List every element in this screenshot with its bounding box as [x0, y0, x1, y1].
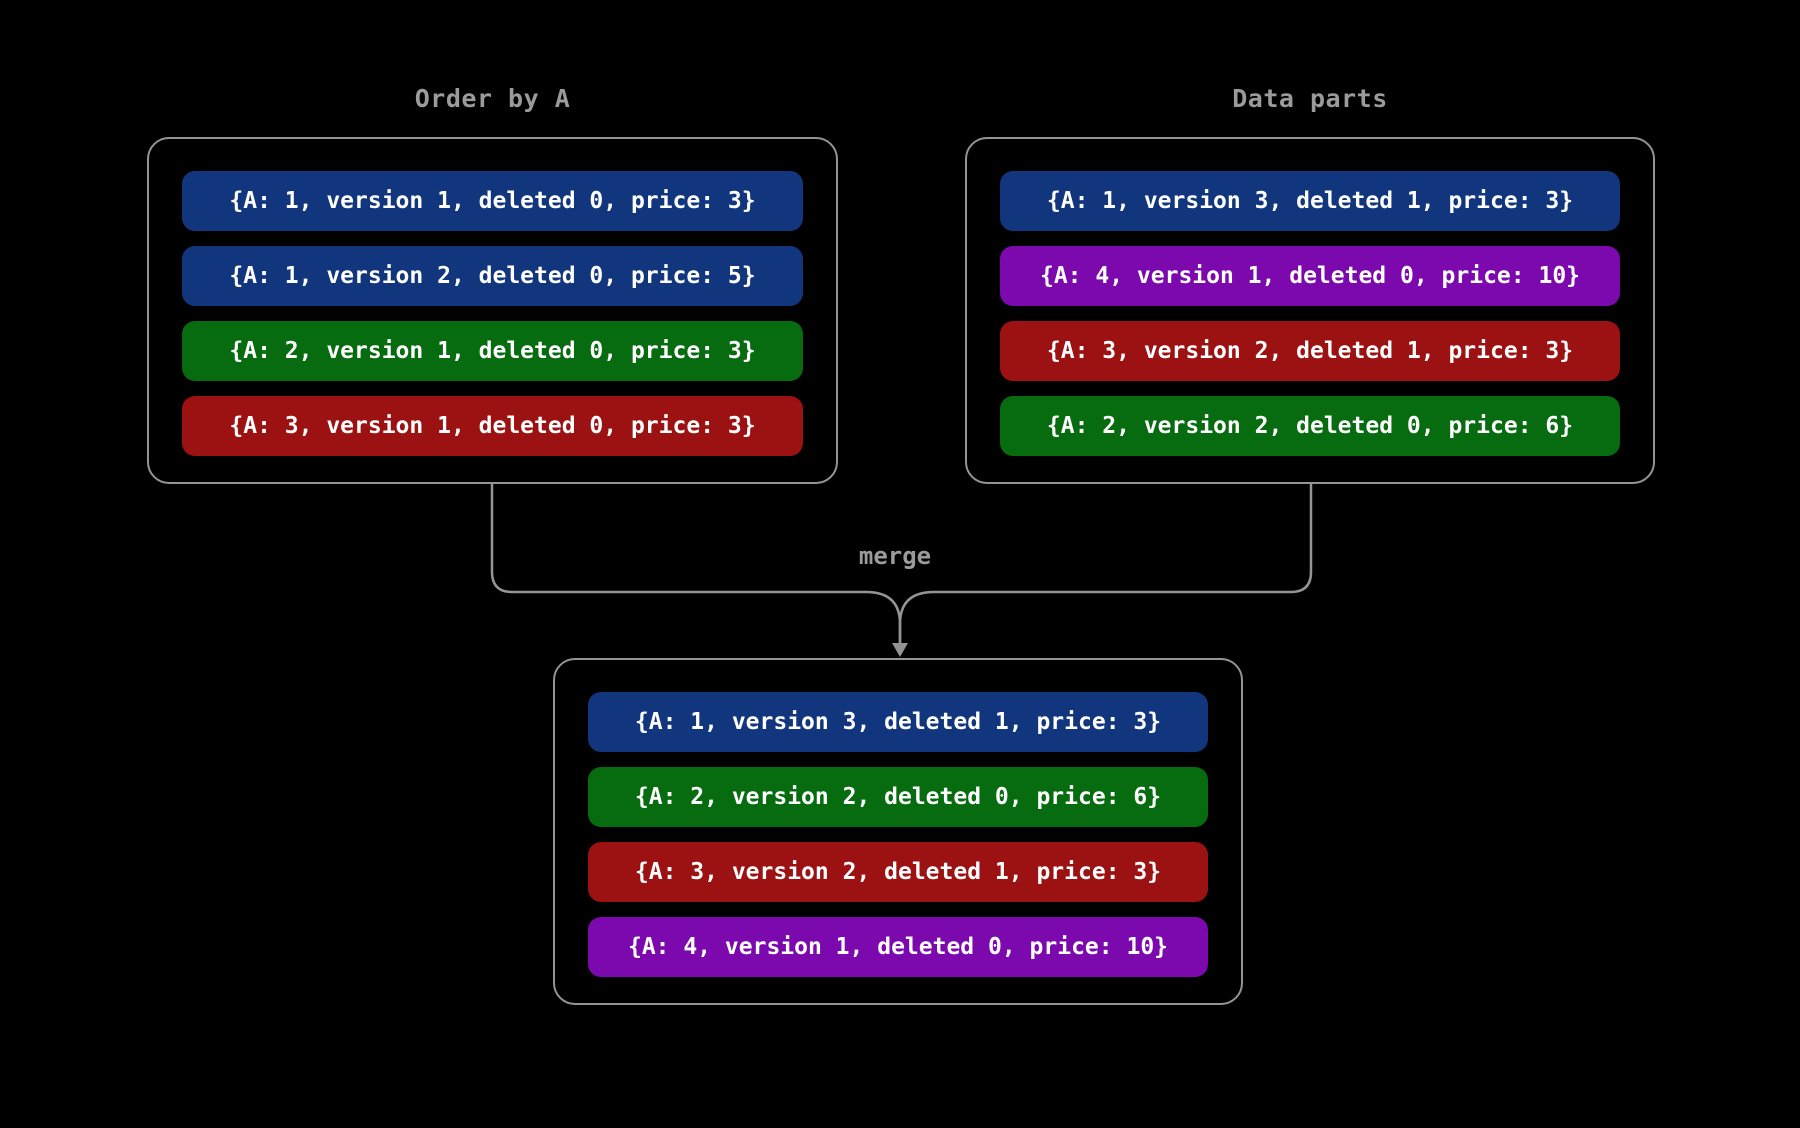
data-row: {A: 4, version 1, deleted 0, price: 10}	[588, 917, 1208, 977]
data-row: {A: 3, version 1, deleted 0, price: 3}	[182, 396, 803, 456]
arrowhead-icon	[892, 643, 908, 657]
data-row: {A: 4, version 1, deleted 0, price: 10}	[1000, 246, 1620, 306]
data-row: {A: 3, version 2, deleted 1, price: 3}	[588, 842, 1208, 902]
data-row: {A: 1, version 3, deleted 1, price: 3}	[1000, 171, 1620, 231]
data-row: {A: 3, version 2, deleted 1, price: 3}	[1000, 321, 1620, 381]
data-row: {A: 1, version 3, deleted 1, price: 3}	[588, 692, 1208, 752]
merge-label: merge	[858, 542, 932, 570]
data-row: {A: 2, version 2, deleted 0, price: 6}	[1000, 396, 1620, 456]
order-by-a-box: {A: 1, version 1, deleted 0, price: 3} {A…	[147, 137, 838, 484]
data-row: {A: 2, version 2, deleted 0, price: 6}	[588, 767, 1208, 827]
data-parts-title: Data parts	[1232, 84, 1388, 113]
merged-box: {A: 1, version 3, deleted 1, price: 3} {A…	[553, 658, 1243, 1005]
data-row: {A: 1, version 1, deleted 0, price: 3}	[182, 171, 803, 231]
data-row: {A: 2, version 1, deleted 0, price: 3}	[182, 321, 803, 381]
data-row: {A: 1, version 2, deleted 0, price: 5}	[182, 246, 803, 306]
order-by-a-title: Order by A	[414, 84, 571, 113]
data-parts-box: {A: 1, version 3, deleted 1, price: 3} {A…	[965, 137, 1655, 484]
